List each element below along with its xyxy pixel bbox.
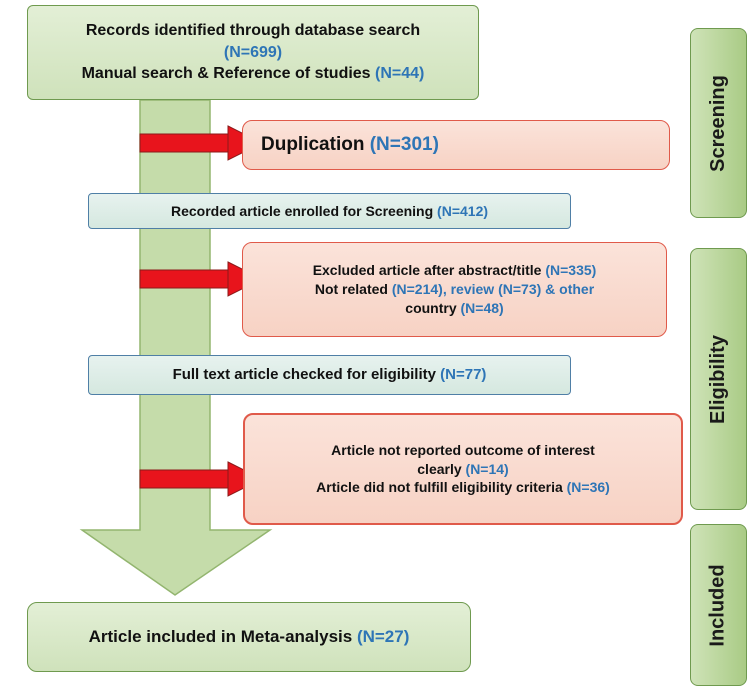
screening-enrolled-box: Recorded article enrolled for Screening … [88,193,571,229]
records-db-count: (N=699) [223,43,283,61]
records-identified-box: Records identified through database sear… [27,5,479,100]
included-count: (N=27) [356,626,410,646]
full-text-box: Full text article checked for eligibilit… [88,355,571,395]
full-text-count: (N=77) [440,365,487,383]
excluded-fulltext-box: Article not reported outcome of interest… [243,413,683,525]
included-box: Article included in Meta-analysis (N=27) [27,602,471,672]
screening-enrolled-count: (N=412) [437,202,489,219]
excluded-abstract-count: (N=335) [545,262,597,279]
records-line-1: Records identified through database sear… [85,22,421,40]
stage-included: Included [690,524,747,686]
stage-screening: Screening [690,28,747,218]
duplication-box: Duplication (N=301) [242,120,670,170]
excluded-abstract-box: Excluded article after abstract/title (N… [242,242,667,337]
records-line-3: Manual search & Reference of studies (N=… [81,65,425,83]
records-line-2: (N=699) [224,42,282,64]
stage-eligibility: Eligibility [690,248,747,510]
main-flow-arrow [79,99,273,596]
records-manual-count: (N=44) [375,65,425,83]
duplication-count: (N=301) [369,134,439,156]
